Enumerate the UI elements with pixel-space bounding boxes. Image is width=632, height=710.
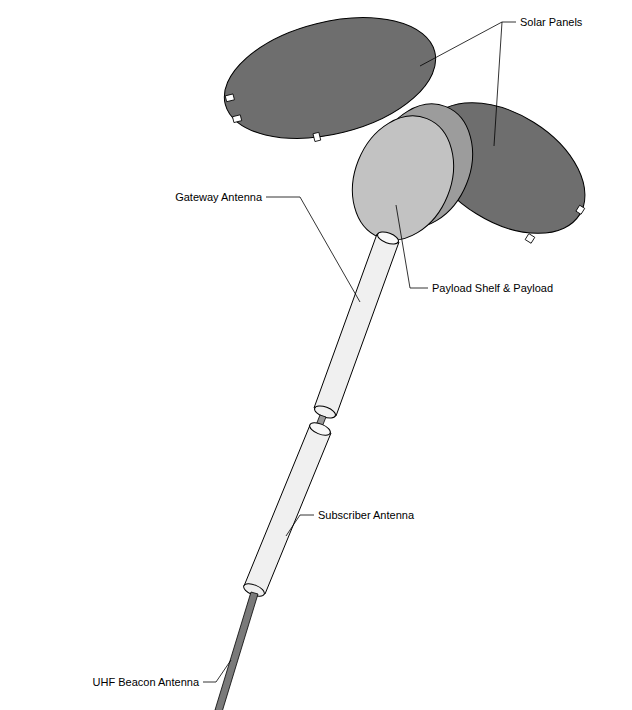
leader-line: [286, 515, 314, 536]
part-label: Payload Shelf & Payload: [431, 282, 554, 295]
gateway-antenna: [313, 230, 400, 421]
part-label: Subscriber Antenna: [317, 509, 415, 522]
leader-line: [396, 205, 428, 288]
leader-line: [494, 22, 502, 146]
part-label: UHF Beacon Antenna: [92, 676, 200, 689]
leader-line: [203, 660, 231, 682]
uhf-rod: [215, 592, 258, 710]
leader-line: [266, 197, 360, 302]
part-label: Solar Panels: [519, 16, 583, 29]
payload-disk: [335, 89, 491, 256]
part-label: Gateway Antenna: [174, 191, 263, 204]
